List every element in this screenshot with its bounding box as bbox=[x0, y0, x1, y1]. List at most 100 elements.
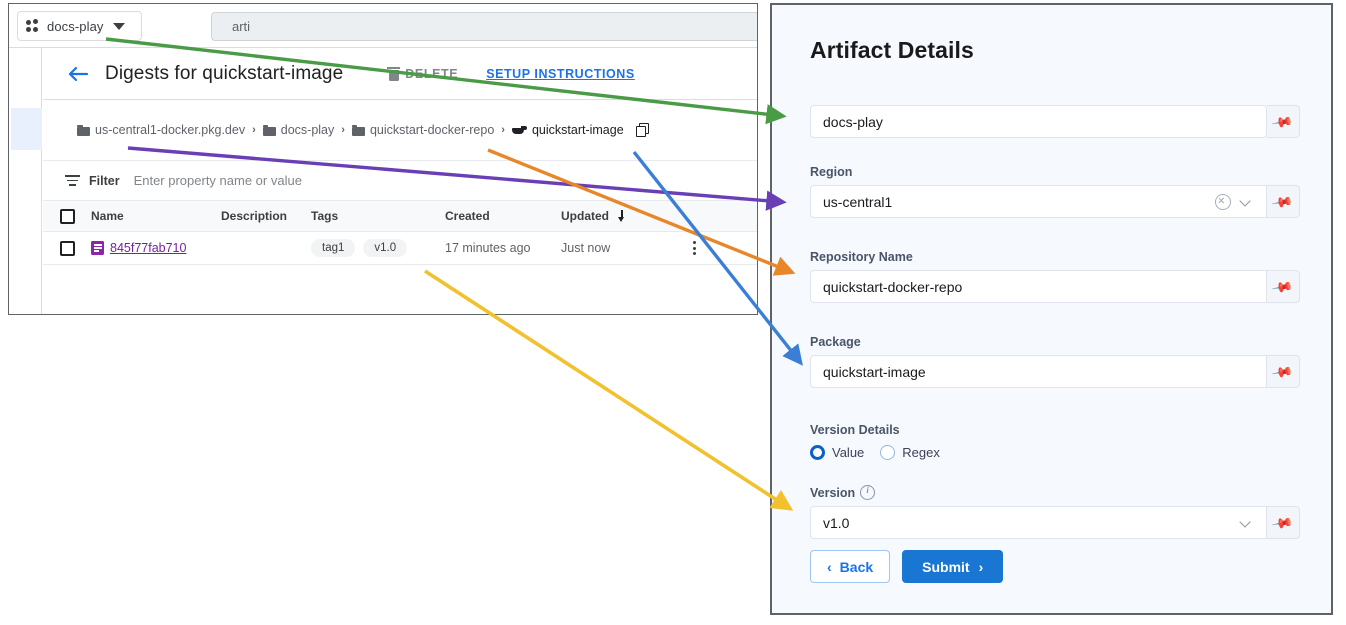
digest-link[interactable]: 845f77fab710 bbox=[91, 241, 221, 255]
tag-chip[interactable]: tag1 bbox=[311, 239, 356, 257]
cell-name: 845f77fab710 bbox=[91, 241, 221, 255]
project-selector-label: docs-play bbox=[47, 18, 104, 34]
breadcrumb-item-project[interactable]: docs-play bbox=[262, 123, 335, 137]
chevron-right-icon: › bbox=[978, 558, 984, 575]
version-details-group: Version Details Value Regex bbox=[810, 423, 940, 460]
package-label: Package bbox=[810, 335, 861, 349]
info-icon[interactable] bbox=[860, 485, 876, 500]
console-screenshot-card: docs-play arti Digests for quickstart-im… bbox=[8, 3, 758, 315]
radio-option-regex[interactable]: Regex bbox=[880, 445, 940, 460]
chevron-down-icon[interactable] bbox=[1241, 517, 1252, 528]
back-button[interactable]: ‹ Back bbox=[810, 550, 891, 583]
artifact-details-panel: Artifact Details docs-play 📌 Region us-c… bbox=[770, 3, 1333, 615]
project-selector[interactable]: docs-play bbox=[17, 11, 142, 41]
version-field-input[interactable]: v1.0 bbox=[810, 506, 1267, 539]
clear-icon[interactable] bbox=[1215, 193, 1231, 210]
back-button-label: Back bbox=[839, 558, 874, 575]
copy-icon[interactable] bbox=[635, 123, 650, 137]
rail-active-indicator bbox=[11, 108, 42, 150]
chevron-left-icon: ‹ bbox=[827, 558, 832, 575]
breadcrumb-item-package: quickstart-image bbox=[511, 123, 624, 137]
page-header: Digests for quickstart-image DELETE SETU… bbox=[43, 48, 757, 100]
arrow-left-icon[interactable] bbox=[65, 61, 91, 87]
column-header-description[interactable]: Description bbox=[221, 209, 288, 223]
table-footer bbox=[43, 265, 757, 293]
breadcrumb-label: quickstart-docker-repo bbox=[369, 123, 495, 137]
field-package: Package quickstart-image 📌 bbox=[810, 335, 1300, 388]
filter-input[interactable]: Enter property name or value bbox=[133, 173, 302, 188]
pin-icon: 📌 bbox=[1271, 109, 1295, 134]
column-header-updated[interactable]: Updated bbox=[561, 209, 671, 223]
radio-option-value[interactable]: Value bbox=[810, 445, 864, 460]
radio-icon-unselected bbox=[880, 445, 896, 460]
submit-button[interactable]: Submit › bbox=[902, 550, 1004, 583]
digest-icon bbox=[91, 241, 104, 255]
pin-button-package[interactable]: 📌 bbox=[1267, 355, 1300, 388]
version-details-label: Version Details bbox=[810, 423, 900, 437]
folder-icon bbox=[262, 124, 276, 136]
select-all-checkbox[interactable] bbox=[43, 208, 91, 224]
radio-icon-selected bbox=[810, 445, 825, 460]
radio-label-regex: Regex bbox=[902, 445, 940, 460]
docker-whale-icon bbox=[511, 124, 527, 136]
package-field-input[interactable]: quickstart-image bbox=[810, 355, 1267, 388]
pin-button-region[interactable]: 📌 bbox=[1267, 185, 1300, 218]
chevron-down-icon[interactable] bbox=[1241, 196, 1252, 207]
console-left-rail bbox=[11, 48, 42, 314]
breadcrumb-separator-1: › bbox=[252, 124, 256, 136]
pin-button-version[interactable]: 📌 bbox=[1267, 506, 1300, 539]
field-repository: Repository Name quickstart-docker-repo 📌 bbox=[810, 250, 1300, 303]
table-row[interactable]: 845f77fab710 tag1 v1.0 17 minutes ago Ju… bbox=[43, 232, 757, 265]
submit-button-label: Submit bbox=[922, 558, 970, 575]
version-label-row: Version bbox=[810, 485, 1300, 500]
region-field-value: us-central1 bbox=[823, 193, 893, 210]
project-field-input[interactable]: docs-play bbox=[810, 105, 1267, 138]
column-header-name[interactable]: Name bbox=[91, 209, 124, 223]
delete-button-label: DELETE bbox=[405, 66, 459, 81]
row-menu-button[interactable] bbox=[671, 240, 757, 256]
cell-tags: tag1 v1.0 bbox=[311, 239, 445, 257]
digest-link-label: 845f77fab710 bbox=[110, 241, 187, 255]
breadcrumb-separator-3: › bbox=[501, 124, 505, 136]
filter-label: Filter bbox=[89, 173, 120, 188]
filter-bar: Filter Enter property name or value bbox=[43, 161, 757, 201]
trash-icon bbox=[387, 66, 401, 81]
region-field-input[interactable]: us-central1 bbox=[810, 185, 1267, 218]
table-header-row: Name Description Tags Created Updated bbox=[43, 201, 757, 232]
breadcrumb-label: us-central1-docker.pkg.dev bbox=[95, 123, 246, 137]
breadcrumb-item-registry[interactable]: us-central1-docker.pkg.dev bbox=[77, 123, 245, 137]
pin-icon: 📌 bbox=[1271, 510, 1295, 535]
repository-field-input[interactable]: quickstart-docker-repo bbox=[810, 270, 1267, 303]
cell-created: 17 minutes ago bbox=[445, 241, 531, 255]
cell-updated: Just now bbox=[561, 241, 611, 255]
search-input[interactable]: arti bbox=[211, 12, 757, 41]
setup-instructions-link[interactable]: SETUP INSTRUCTIONS bbox=[486, 66, 635, 81]
row-checkbox[interactable] bbox=[43, 240, 91, 256]
filter-icon[interactable] bbox=[65, 175, 80, 186]
region-label: Region bbox=[810, 165, 853, 179]
pin-icon: 📌 bbox=[1271, 359, 1295, 384]
pin-icon: 📌 bbox=[1271, 189, 1295, 214]
page-title: Digests for quickstart-image bbox=[105, 62, 344, 84]
column-header-tags[interactable]: Tags bbox=[311, 209, 339, 223]
field-version: Version v1.0 📌 bbox=[810, 485, 1300, 539]
breadcrumb-label: docs-play bbox=[280, 123, 335, 137]
chevron-down-icon bbox=[112, 22, 125, 30]
panel-title: Artifact Details bbox=[810, 37, 974, 63]
console-top-bar: docs-play arti bbox=[9, 4, 757, 48]
tag-chip[interactable]: v1.0 bbox=[363, 239, 408, 257]
kebab-menu-icon bbox=[693, 240, 697, 256]
repository-label: Repository Name bbox=[810, 250, 913, 264]
version-label: Version bbox=[810, 485, 856, 500]
pin-button-project[interactable]: 📌 bbox=[1267, 105, 1300, 138]
digests-table: Name Description Tags Created Updated 84… bbox=[43, 201, 757, 293]
pin-icon: 📌 bbox=[1271, 274, 1295, 299]
breadcrumb-separator-2: › bbox=[341, 124, 345, 136]
field-region: Region us-central1 📌 bbox=[810, 165, 1300, 218]
column-header-created[interactable]: Created bbox=[445, 209, 490, 223]
breadcrumb: us-central1-docker.pkg.dev › docs-play ›… bbox=[43, 100, 757, 161]
pin-button-repository[interactable]: 📌 bbox=[1267, 270, 1300, 303]
breadcrumb-item-repository[interactable]: quickstart-docker-repo bbox=[351, 123, 495, 137]
form-button-row: ‹ Back Submit › bbox=[810, 550, 1004, 583]
delete-button[interactable]: DELETE bbox=[387, 66, 459, 81]
